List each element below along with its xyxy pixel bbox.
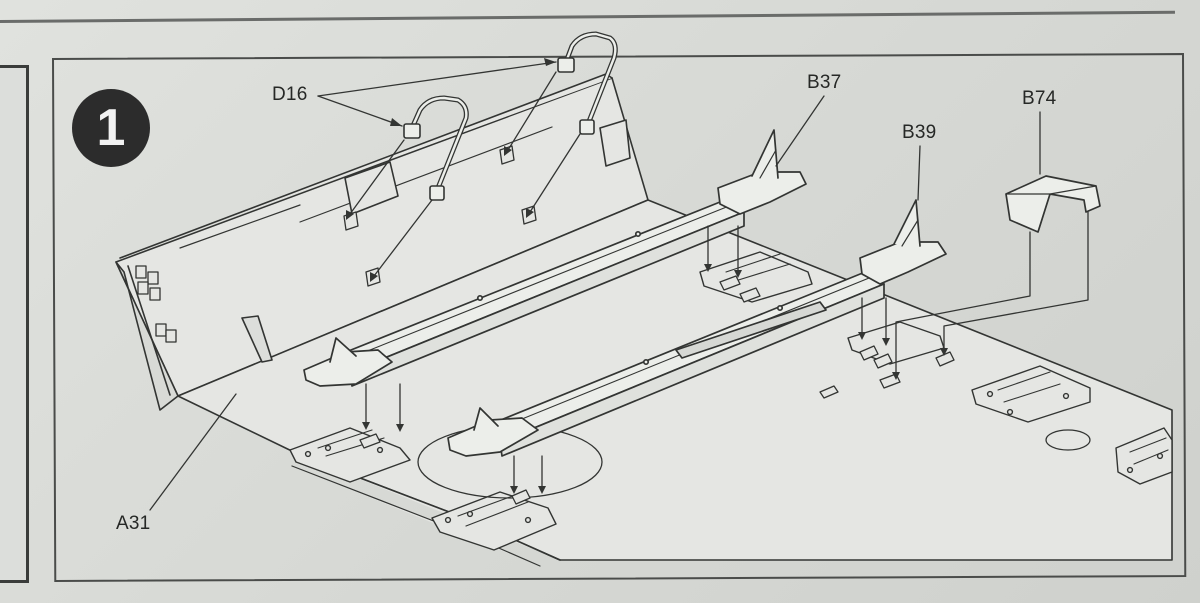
label-b74: B74: [1022, 88, 1057, 109]
floor-hinge-plates: [289, 251, 1173, 551]
callout-arrowheads: [390, 58, 556, 126]
hinge-plate-5: [971, 365, 1091, 423]
label-b37: B37: [807, 72, 842, 93]
guide-lines: [349, 71, 1089, 489]
rail-b37: [303, 129, 807, 387]
floor-slots: [359, 275, 955, 505]
access-port: [1045, 429, 1091, 451]
rail-b37-front-fin: [329, 337, 357, 363]
rail-b39-front-fin: [473, 407, 499, 431]
step-number-badge: 1: [72, 89, 150, 167]
hinge-plate-3: [699, 251, 813, 303]
leader-b37: [775, 95, 825, 167]
leader-a31: [149, 393, 237, 511]
bracket-b74: [1005, 175, 1101, 233]
previous-step-panel: [0, 65, 29, 583]
leader-d16-a: [317, 95, 403, 127]
hinge-plate-2: [431, 491, 557, 551]
wall-openings: [344, 119, 631, 215]
hull-wall-inner-ledge: [299, 126, 553, 223]
hull-brace: [241, 315, 273, 363]
leader-b39: [917, 145, 921, 201]
rail-b39: [447, 199, 947, 457]
rail-b39-rear-fin: [893, 199, 921, 247]
leader-d16-b: [317, 61, 557, 97]
guide-arrowheads: [346, 146, 948, 494]
handle-d16-left: [403, 95, 469, 201]
hull-wall-inner-ledge-2: [179, 204, 301, 249]
rail-b39-lower-strip: [675, 301, 827, 359]
rail-b39-rear-mount: [859, 241, 947, 285]
rail-b39-front-mount: [447, 417, 539, 457]
left-wall-studs: [135, 265, 177, 343]
hull-inner-edge: [127, 265, 171, 396]
callout-leaders: [149, 61, 1041, 511]
rail-b37-rear-mount: [717, 171, 807, 215]
handle-d16-right: [557, 31, 618, 135]
rail-b37-rear-fin: [751, 129, 779, 179]
label-d16: D16: [272, 84, 308, 105]
hull-plate-a31: [115, 73, 1173, 567]
label-b39: B39: [902, 122, 937, 143]
label-a31: A31: [116, 513, 151, 534]
